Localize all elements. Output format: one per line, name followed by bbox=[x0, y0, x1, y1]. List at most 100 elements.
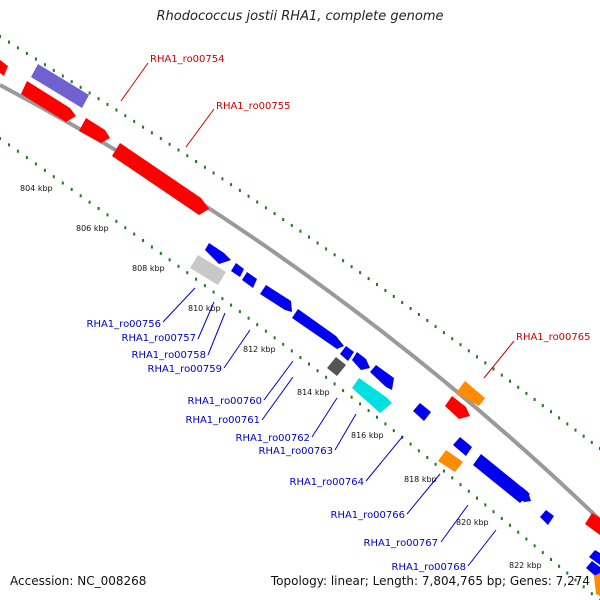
tick-dot bbox=[484, 503, 487, 507]
gene-blue-814b[interactable] bbox=[352, 352, 370, 370]
tick-dot bbox=[558, 564, 561, 568]
gene-ro00762[interactable] bbox=[352, 378, 392, 413]
tick-dot bbox=[25, 51, 28, 55]
tick-dot bbox=[367, 409, 370, 413]
gene-ro00755-a[interactable] bbox=[21, 81, 76, 122]
tick-dot bbox=[0, 35, 1, 38]
tick-dot bbox=[203, 165, 206, 169]
gene-ro00761[interactable] bbox=[327, 357, 346, 376]
gene-ro00758[interactable] bbox=[242, 272, 257, 288]
gene-blue-818[interactable] bbox=[453, 437, 472, 456]
gene-label[interactable]: RHA1_ro00759 bbox=[148, 364, 223, 375]
tick-dot bbox=[525, 391, 528, 395]
tick-dot bbox=[509, 379, 511, 383]
tick-dot bbox=[566, 571, 569, 575]
tick-dot bbox=[333, 382, 336, 386]
gene-ro00765[interactable] bbox=[456, 381, 485, 406]
tick-dot bbox=[509, 523, 511, 527]
gene-ro00763[interactable] bbox=[413, 403, 431, 421]
gene-label[interactable]: RHA1_ro00754 bbox=[150, 54, 225, 65]
gene-ro00753[interactable] bbox=[0, 60, 8, 76]
gene-label[interactable]: RHA1_ro00755 bbox=[216, 101, 291, 112]
tick-label: 818 kbp bbox=[404, 475, 437, 484]
gene-label[interactable]: RHA1_ro00760 bbox=[188, 396, 263, 407]
tick-dot bbox=[159, 137, 162, 140]
gene-ro00768[interactable] bbox=[540, 510, 554, 525]
gene-label[interactable]: RHA1_ro00765 bbox=[516, 332, 591, 343]
tick-dot bbox=[541, 404, 544, 408]
gene-label[interactable]: RHA1_ro00764 bbox=[290, 477, 365, 488]
gene-red-815[interactable] bbox=[445, 396, 470, 419]
gene-label[interactable]: RHA1_ro00768 bbox=[392, 562, 467, 573]
gene-label[interactable]: RHA1_ro00763 bbox=[259, 446, 334, 457]
gene-label[interactable]: RHA1_ro00757 bbox=[122, 333, 197, 344]
tick-dot bbox=[142, 125, 145, 129]
tick-dot bbox=[203, 284, 206, 288]
tick-dot bbox=[451, 476, 454, 480]
tick-dot bbox=[8, 143, 10, 147]
gene-ro00755-b[interactable] bbox=[79, 118, 110, 143]
tick-dot bbox=[16, 46, 19, 50]
tick-dot bbox=[500, 517, 503, 520]
tick-dot bbox=[467, 489, 470, 493]
gene-ro00755-c[interactable] bbox=[112, 143, 209, 215]
gene-label[interactable]: RHA1_ro00767 bbox=[364, 538, 439, 549]
forward-gene-labels: RHA1_ro00754 RHA1_ro00755 RHA1_ro00765 bbox=[150, 54, 591, 343]
gene-orange-822[interactable] bbox=[594, 573, 600, 596]
tick-dot bbox=[384, 422, 387, 426]
tick-dot bbox=[79, 85, 82, 89]
map-title: Rhodococcus jostii RHA1, complete genome bbox=[156, 9, 444, 24]
gene-ro00754[interactable] bbox=[31, 64, 89, 108]
gene-label[interactable]: RHA1_ro00761 bbox=[186, 415, 261, 426]
tick-dot bbox=[299, 229, 302, 233]
gene-label[interactable]: RHA1_ro00766 bbox=[331, 510, 406, 521]
tick-rings bbox=[0, 35, 600, 600]
tick-dot bbox=[133, 119, 136, 123]
tick-dot bbox=[177, 148, 180, 152]
gene-blue-822a[interactable] bbox=[589, 550, 600, 565]
tick-dot bbox=[97, 97, 100, 101]
tick-dot bbox=[574, 578, 577, 582]
tick-dot bbox=[384, 289, 387, 292]
tick-dot bbox=[550, 558, 552, 561]
tick-dot bbox=[492, 510, 495, 514]
gene-ro00766[interactable] bbox=[473, 454, 530, 503]
tick-dot bbox=[133, 232, 136, 236]
tick-dot bbox=[350, 395, 353, 399]
accession-text: Accession: NC_008268 bbox=[10, 574, 147, 588]
tick-dot bbox=[97, 207, 100, 210]
tick-dot bbox=[574, 428, 577, 432]
tick-dot bbox=[124, 226, 127, 230]
tick-dot bbox=[70, 80, 73, 84]
gene-ro00767[interactable] bbox=[516, 487, 531, 502]
tick-dot bbox=[282, 218, 285, 221]
genome-summary-text: Topology: linear; Length: 7,804,765 bp; … bbox=[270, 574, 590, 588]
tick-dot bbox=[256, 323, 259, 327]
tick-dot bbox=[533, 398, 536, 401]
gene-ro00757[interactable] bbox=[231, 263, 244, 277]
tick-dot bbox=[376, 283, 378, 286]
tick-dot bbox=[168, 258, 171, 262]
gene-label[interactable]: RHA1_ro00758 bbox=[132, 350, 207, 361]
gene-label[interactable]: RHA1_ro00762 bbox=[236, 433, 311, 444]
gene-red-822[interactable] bbox=[585, 513, 600, 535]
gene-label[interactable]: RHA1_ro00756 bbox=[87, 319, 162, 330]
gene-ro00756[interactable] bbox=[190, 255, 226, 285]
gene-ro00759[interactable] bbox=[260, 285, 292, 312]
gene-ro00760[interactable] bbox=[292, 309, 344, 349]
tick-dot bbox=[168, 142, 171, 146]
tick-dot bbox=[376, 415, 378, 419]
tick-label: 806 kbp bbox=[76, 224, 109, 233]
tick-dot bbox=[106, 102, 109, 106]
tick-dot bbox=[221, 297, 224, 301]
tick-dot bbox=[541, 551, 544, 555]
gene-blue-808[interactable] bbox=[205, 243, 231, 264]
tick-dot bbox=[290, 349, 293, 353]
tick-dot bbox=[434, 325, 437, 329]
tick-dot bbox=[273, 212, 276, 216]
gene-blue-814a[interactable] bbox=[340, 346, 354, 361]
gene-blue-815[interactable] bbox=[370, 365, 394, 390]
gene-ro00764[interactable] bbox=[438, 450, 463, 472]
tick-dot bbox=[230, 303, 233, 307]
tick-dot bbox=[0, 137, 1, 140]
